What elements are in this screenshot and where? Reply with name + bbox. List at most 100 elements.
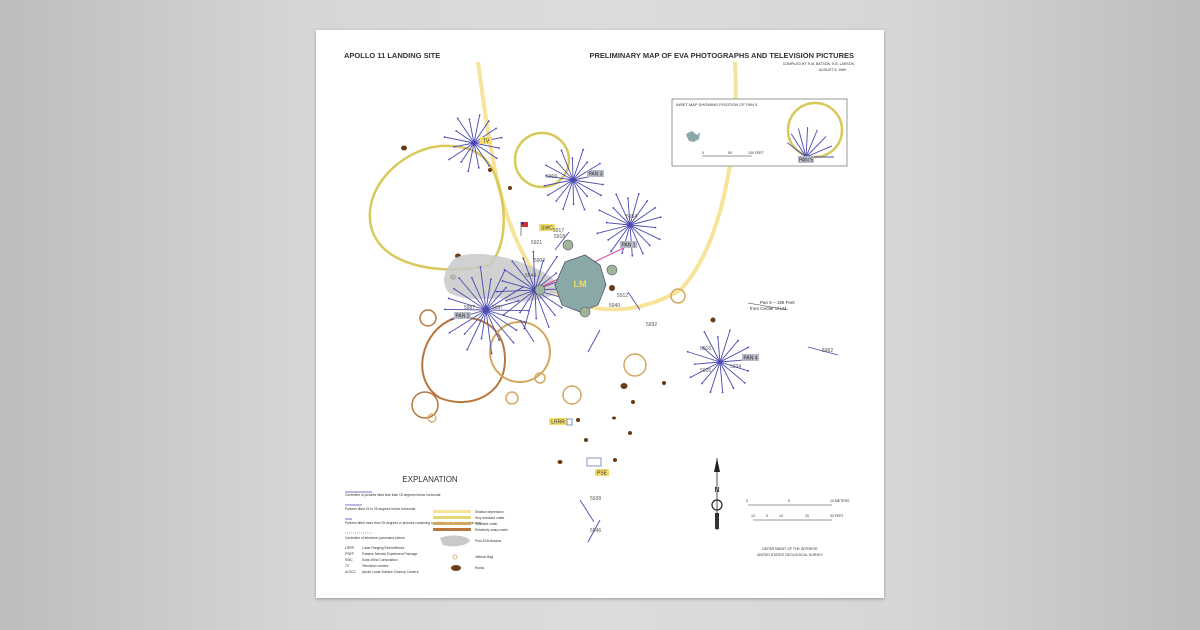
photo-ray-tip: [560, 306, 563, 309]
crater-subdued-2: [489, 321, 551, 383]
photo-number: 5962: [822, 348, 833, 354]
photo-ray: [467, 142, 475, 172]
crater-small: [623, 353, 647, 377]
photo-ray: [719, 361, 749, 372]
photo-ray: [473, 127, 497, 144]
photo-ray: [473, 120, 490, 144]
photo-number: 5921: [531, 240, 542, 246]
lm-footpad: [534, 284, 546, 296]
photo-ray-tip: [443, 136, 446, 138]
photo-ray-tip: [532, 250, 535, 253]
photo-ray: [485, 309, 493, 354]
tag-pan4: PAN 4: [742, 354, 759, 362]
photo-ray: [519, 319, 535, 343]
photo-ray-tip: [501, 280, 504, 282]
photo-ray-tip: [448, 331, 451, 334]
photo-ray: [572, 162, 588, 181]
photo-ray-tip: [505, 299, 508, 302]
photo-ray: [719, 340, 739, 363]
photo-rays: [443, 114, 839, 543]
inset-lm-icon: [686, 131, 700, 142]
photo-ray-tip: [737, 339, 739, 342]
photo-ray-tip: [517, 300, 520, 302]
photo-number: 5918: [554, 234, 565, 240]
crater-small: [670, 288, 686, 304]
crater-small: [505, 391, 519, 405]
photo-ray: [473, 142, 480, 168]
photo-ray-tip: [743, 381, 746, 384]
photo-ray-tip: [702, 346, 704, 349]
rock: [508, 186, 512, 190]
photo-ray-tip: [450, 318, 453, 321]
scale-bar-meters: 0 5 10 METERS: [746, 499, 850, 506]
photo-ray: [544, 179, 574, 187]
photo-ray: [532, 251, 536, 291]
photo-ray-tip: [515, 329, 518, 332]
rock: [401, 145, 407, 151]
photo-ray-tip: [627, 197, 629, 200]
svg-text:0: 0: [766, 514, 768, 518]
photo-ray: [485, 309, 500, 341]
photo-ray: [587, 519, 601, 543]
photo-ray: [579, 499, 595, 523]
svg-text:20: 20: [805, 514, 809, 518]
poster-title-left: APOLLO 11 LANDING SITE: [344, 51, 440, 60]
photo-ray: [556, 161, 574, 181]
photo-ray-tip: [572, 203, 575, 206]
crater-subdued-north: [513, 131, 571, 189]
lrrr-instrument-icon: [566, 418, 573, 426]
photo-ray-tip: [467, 170, 470, 173]
photo-ray: [480, 267, 487, 311]
photo-ray-tip: [553, 314, 556, 316]
photo-ray-tip: [598, 209, 601, 212]
photo-ray: [629, 224, 660, 240]
photo-ray: [572, 179, 602, 196]
photo-ray-tip: [721, 391, 724, 394]
photo-number: 5954: [626, 214, 637, 220]
photo-ray-tip: [612, 206, 615, 209]
photo-ray-tip: [447, 297, 450, 300]
crater-small: [562, 385, 582, 405]
photo-ray-tip: [555, 160, 558, 163]
svg-text:from Center of LM: from Center of LM: [750, 306, 787, 311]
photo-ray: [496, 289, 536, 293]
svg-text:PAN 3: PAN 3: [588, 172, 602, 178]
photo-ray-tip: [641, 252, 644, 255]
photo-ray: [587, 329, 601, 353]
photo-ray-tip: [547, 194, 549, 197]
photo-ray: [485, 279, 492, 311]
photo-ray: [629, 207, 656, 226]
svg-text:10: 10: [779, 514, 783, 518]
abbr-key: PSEP: [345, 552, 355, 556]
photo-number: 5944: [525, 273, 536, 279]
svg-text:Rocks: Rocks: [475, 566, 485, 570]
photo-ray-tip: [631, 254, 634, 257]
lm-footpad: [562, 239, 574, 251]
photo-number: 5934: [730, 364, 741, 370]
photo-ray: [460, 142, 475, 163]
photo-ray-tip: [555, 200, 558, 202]
photo-ray: [719, 361, 734, 389]
tag-pan3: PAN 3: [587, 170, 604, 178]
svg-text:Jettison Bag: Jettison Bag: [475, 555, 493, 559]
photo-ray-tip: [571, 157, 574, 160]
rock: [584, 438, 588, 442]
photo-ray-tip: [709, 391, 712, 393]
photo-ray: [485, 309, 525, 323]
photo-ray: [468, 119, 475, 144]
photo-ray: [546, 175, 574, 181]
pan5-direction-note: Pan 5 ~ 196 Feet from Center of LM: [747, 300, 795, 311]
photo-number: 5909: [546, 174, 557, 180]
inset-photo-ray: [786, 142, 807, 158]
photo-ray-tip: [596, 232, 599, 235]
photo-ray: [522, 258, 536, 291]
crater-legend-swatch: [433, 510, 471, 513]
photo-ray: [610, 224, 631, 252]
photo-ray: [455, 130, 475, 144]
inset-photo-ray: [805, 129, 818, 158]
photo-ray-tip: [545, 175, 548, 177]
photo-number: 5897: [492, 305, 503, 311]
photo-number: 5938: [590, 496, 601, 502]
lm-body: [554, 254, 607, 313]
